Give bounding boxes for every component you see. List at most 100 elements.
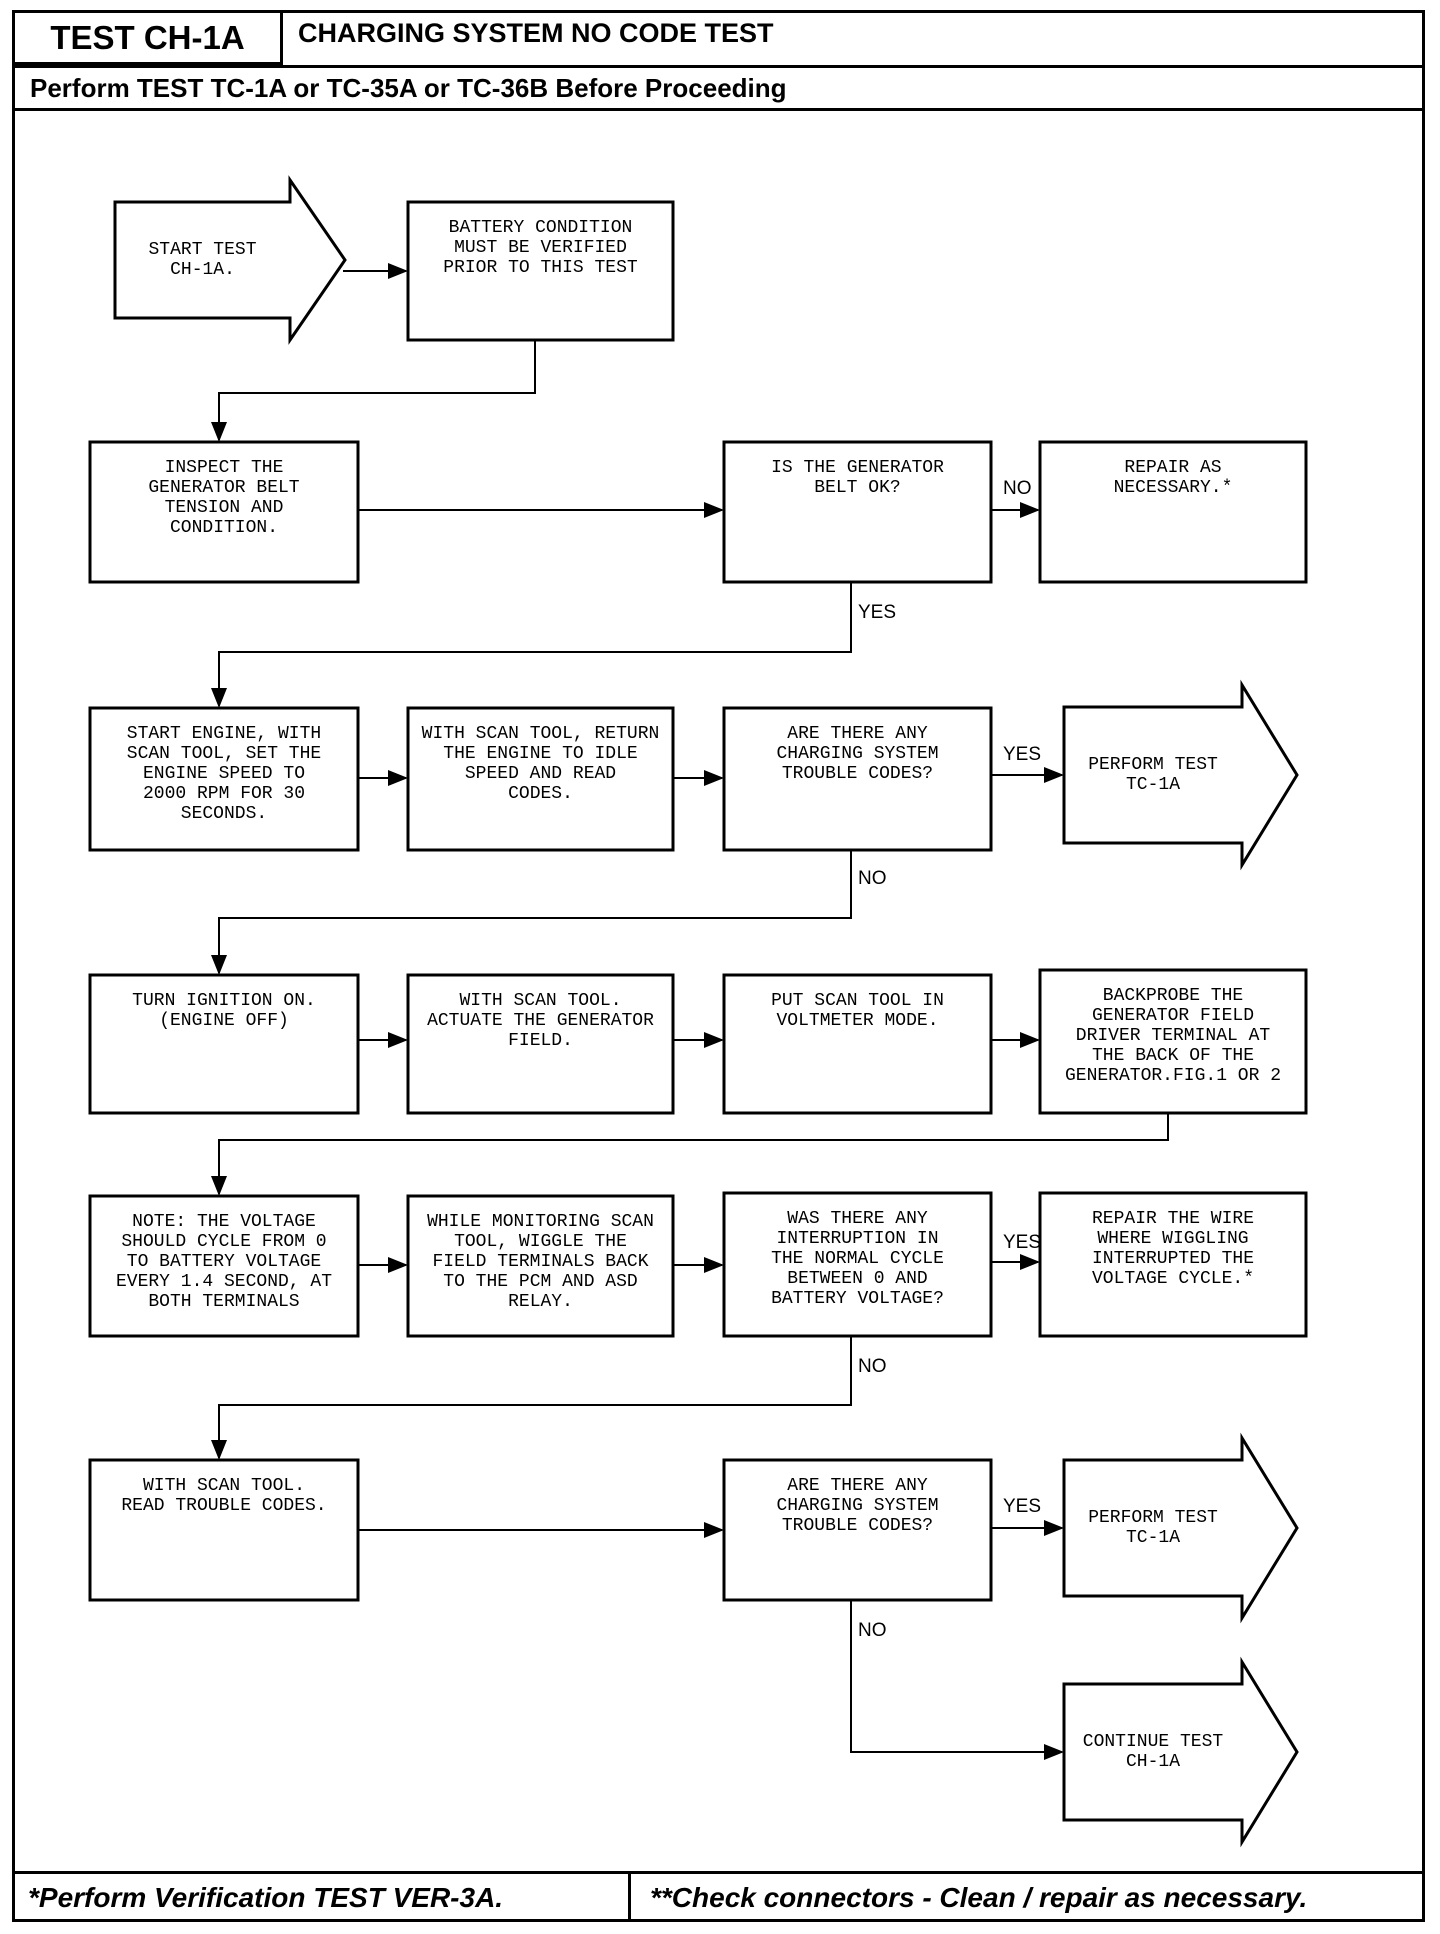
branch-label-no-4: NO xyxy=(858,1620,887,1641)
branch-label-yes-2: YES xyxy=(1003,744,1041,765)
node-text-line: 2000 RPM FOR 30 xyxy=(143,784,305,804)
node-text-line: THE ENGINE TO IDLE xyxy=(443,744,637,764)
node-text-line: INSPECT THE xyxy=(165,458,284,478)
node-text-line: TURN IGNITION ON. xyxy=(132,991,316,1011)
node-text-line: FIELD TERMINALS BACK xyxy=(432,1252,648,1272)
node-text-line: GENERATOR BELT xyxy=(148,478,299,498)
node-text-line: REPAIR THE WIRE xyxy=(1092,1209,1254,1229)
node-text-line: START ENGINE, WITH xyxy=(127,724,321,744)
node-text-line: READ TROUBLE CODES. xyxy=(121,1496,326,1516)
process-box xyxy=(406,706,675,852)
process-box xyxy=(88,973,360,1115)
process-box xyxy=(88,440,360,584)
node-text-line: DRIVER TERMINAL AT xyxy=(1076,1026,1271,1046)
branch-label-no: NO xyxy=(1003,478,1032,499)
node-read-codes: WITH SCAN TOOL.READ TROUBLE CODES. xyxy=(88,1458,360,1602)
node-text-line: TC-1A xyxy=(1126,775,1180,795)
node-text-line: FIELD. xyxy=(508,1031,573,1051)
branch-label-no-2: NO xyxy=(858,868,887,889)
node-text-line: BATTERY VOLTAGE? xyxy=(771,1289,944,1309)
node-text-line: CH-1A xyxy=(1126,1752,1180,1772)
footer-separator xyxy=(628,1871,631,1921)
test-id: TEST CH-1A xyxy=(15,13,283,65)
test-title: CHARGING SYSTEM NO CODE TEST xyxy=(298,18,774,48)
header-divider xyxy=(15,65,1422,68)
node-text-line: (ENGINE OFF) xyxy=(159,1011,289,1031)
node-text-line: TO BATTERY VOLTAGE xyxy=(127,1252,321,1272)
node-text-line: CHARGING SYSTEM xyxy=(776,744,938,764)
page-frame xyxy=(12,10,1425,1922)
node-text-line: VOLTMETER MODE. xyxy=(776,1011,938,1031)
process-box xyxy=(722,1191,993,1338)
node-text-line: NECESSARY.* xyxy=(1114,478,1233,498)
node-text-line: EVERY 1.4 SECOND, AT xyxy=(116,1272,332,1292)
terminal-arrow-shape xyxy=(1062,679,1299,871)
node-text-line: CONTINUE TEST xyxy=(1083,1732,1224,1752)
node-text-line: THE BACK OF THE xyxy=(1092,1046,1254,1066)
node-text-line: MUST BE VERIFIED xyxy=(454,238,627,258)
node-ignition-on: TURN IGNITION ON.(ENGINE OFF) xyxy=(88,973,360,1115)
edge-backprobe-note xyxy=(211,1113,1169,1196)
node-text-line: RELAY. xyxy=(508,1292,573,1312)
process-box xyxy=(88,706,360,852)
edge-battery-inspect xyxy=(211,340,536,442)
process-box xyxy=(722,973,993,1115)
node-text-line: PERFORM TEST xyxy=(1088,1508,1218,1528)
node-text-line: GENERATOR FIELD xyxy=(1092,1006,1254,1026)
process-box xyxy=(1038,440,1308,584)
footnote-verification: *Perform Verification TEST VER-3A. xyxy=(28,1882,504,1913)
node-text-line: NOTE: THE VOLTAGE xyxy=(132,1212,316,1232)
node-text-line: WITH SCAN TOOL. xyxy=(459,991,621,1011)
process-box xyxy=(1038,1191,1308,1338)
node-text-line: REPAIR AS xyxy=(1124,458,1221,478)
node-text-line: GENERATOR.FIG.1 OR 2 xyxy=(1065,1066,1281,1086)
node-text-line: TO THE PCM AND ASD xyxy=(443,1272,637,1292)
node-text-line: IS THE GENERATOR xyxy=(771,458,944,478)
process-box xyxy=(722,706,993,852)
node-text-line: BELT OK? xyxy=(814,478,900,498)
edge-interruption-readcodes xyxy=(211,1336,852,1460)
node-text-line: WHILE MONITORING SCAN xyxy=(427,1212,654,1232)
node-text-line: BATTERY CONDITION xyxy=(449,218,633,238)
node-text-line: ARE THERE ANY xyxy=(787,1476,928,1496)
node-text-line: WAS THERE ANY xyxy=(787,1209,928,1229)
node-text-line: TENSION AND xyxy=(165,498,284,518)
edge-codesq1-ignition xyxy=(211,850,852,975)
node-text-line: THE NORMAL CYCLE xyxy=(771,1249,944,1269)
process-box xyxy=(722,440,993,584)
branch-label-yes-4: YES xyxy=(1003,1496,1041,1517)
node-text-line: TROUBLE CODES? xyxy=(782,764,933,784)
footer-divider xyxy=(15,1871,1422,1874)
node-actuate: WITH SCAN TOOL.ACTUATE THE GENERATORFIEL… xyxy=(406,973,675,1115)
node-text-line: WITH SCAN TOOL. xyxy=(143,1476,305,1496)
node-text-line: ENGINE SPEED TO xyxy=(143,764,305,784)
terminal-arrow-shape xyxy=(1062,1432,1299,1624)
node-text-line: CHARGING SYSTEM xyxy=(776,1496,938,1516)
node-text-line: TROUBLE CODES? xyxy=(782,1516,933,1536)
node-text-line: SPEED AND READ xyxy=(465,764,616,784)
node-text-line: WITH SCAN TOOL, RETURN xyxy=(422,724,660,744)
node-text-line: PERFORM TEST xyxy=(1088,755,1218,775)
node-text-line: SHOULD CYCLE FROM 0 xyxy=(121,1232,326,1252)
edge-codesq2-continue xyxy=(850,1600,1064,1760)
node-text-line: PUT SCAN TOOL IN xyxy=(771,991,944,1011)
process-box xyxy=(88,1458,360,1602)
